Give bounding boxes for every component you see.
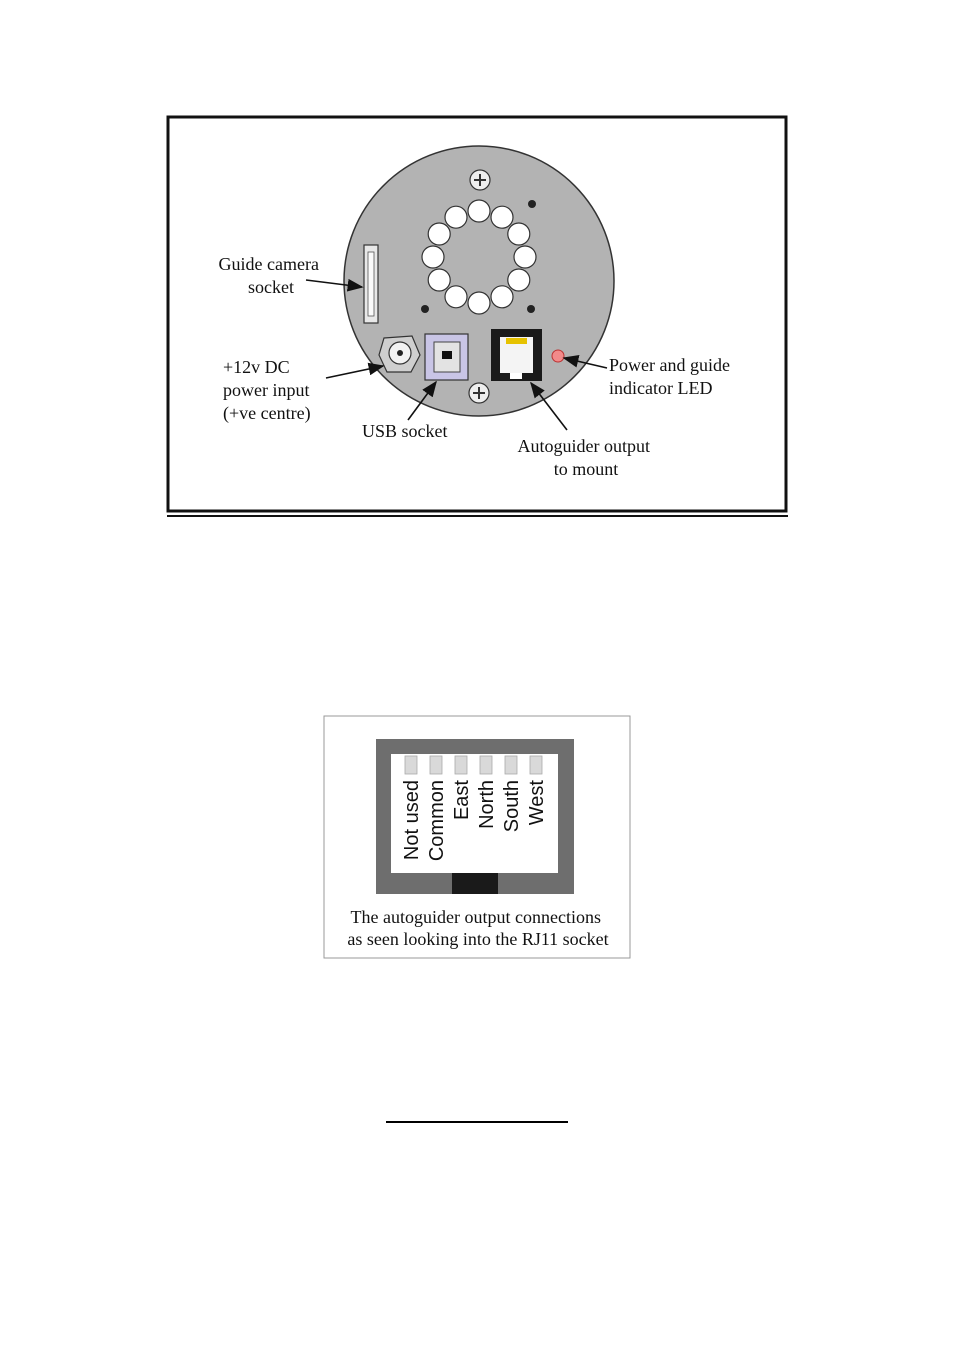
socket-arrow bbox=[305, 278, 364, 292]
section-divider bbox=[386, 1121, 568, 1123]
rj11-pin-label: West bbox=[526, 780, 548, 826]
ir-led bbox=[490, 285, 514, 309]
rj11-pin bbox=[429, 755, 443, 775]
rj11-pin bbox=[529, 755, 543, 775]
rj11-pin-label: Common bbox=[426, 780, 448, 861]
ir-led bbox=[513, 245, 537, 269]
autoguider-arrow bbox=[530, 381, 568, 431]
mount-hole bbox=[421, 305, 429, 313]
bottom-screw bbox=[468, 382, 490, 404]
rj11-pin-label: Not used bbox=[401, 780, 423, 860]
ir-led bbox=[467, 291, 491, 315]
ir-led bbox=[490, 205, 514, 229]
rj11-pin-label: North bbox=[476, 780, 498, 829]
ir-led bbox=[507, 222, 531, 246]
ir-led bbox=[507, 268, 531, 292]
ir-led bbox=[421, 245, 445, 269]
label-usb-socket: USB socket bbox=[362, 421, 448, 441]
label-autoguider-output: Autoguider output to mount bbox=[518, 436, 655, 479]
label-led: Power and guide indicator LED bbox=[609, 355, 734, 398]
rj11-pin bbox=[404, 755, 418, 775]
ir-led bbox=[427, 222, 451, 246]
pinout-caption: The autoguider output connections as see… bbox=[347, 907, 608, 949]
ir-led bbox=[444, 285, 468, 309]
led-arrow bbox=[562, 355, 608, 369]
power-arrow bbox=[325, 362, 385, 379]
led-ring bbox=[421, 199, 537, 315]
rj11-socket bbox=[491, 329, 542, 381]
guide-camera-socket bbox=[363, 244, 379, 324]
ir-led bbox=[427, 268, 451, 292]
rj11-pin-label: South bbox=[501, 780, 523, 832]
ir-led bbox=[444, 205, 468, 229]
rj11-pin bbox=[504, 755, 518, 775]
camera-back-panel-diagram: Guide camera socket +12v DC power input … bbox=[166, 115, 788, 517]
ir-led bbox=[467, 199, 491, 223]
power-jack bbox=[378, 335, 421, 373]
connector-tab bbox=[452, 873, 498, 894]
mount-hole bbox=[527, 305, 535, 313]
rj11-pin-label: East bbox=[451, 780, 473, 820]
usb-arrow bbox=[407, 380, 437, 421]
label-power-input: +12v DC power input (+ve centre) bbox=[223, 357, 314, 424]
label-guide-camera-socket: Guide camera socket bbox=[219, 254, 324, 297]
rj11-pin bbox=[479, 755, 493, 775]
top-screw bbox=[469, 169, 491, 191]
mount-hole bbox=[528, 200, 536, 208]
usb-socket bbox=[424, 333, 469, 381]
rj11-pin bbox=[454, 755, 468, 775]
